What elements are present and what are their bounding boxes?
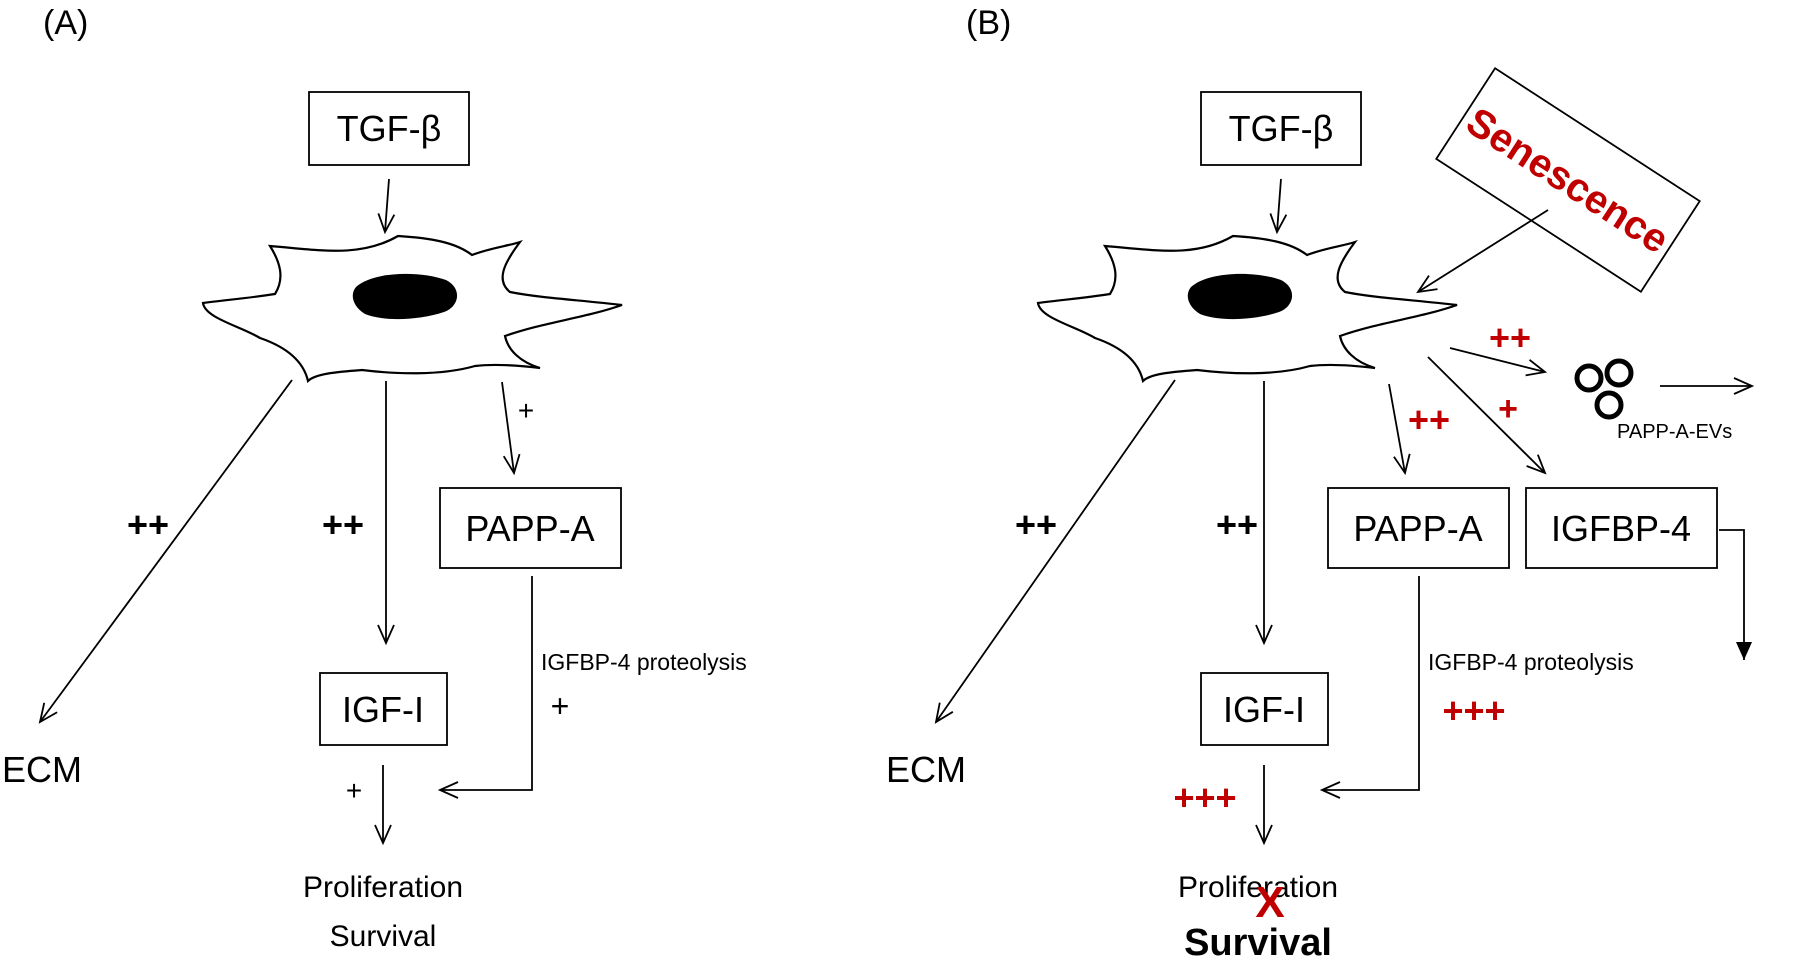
panel-b-igf-label: IGF-I [1223, 689, 1305, 730]
panel-a-cell [201, 234, 623, 384]
panel-b-igf-out-sign: +++ [1173, 777, 1236, 818]
panel-b-arrow-proteolysis [1319, 576, 1420, 799]
panel-a-arrow-cell-to-pappa [501, 381, 521, 476]
panel-a-igf-box [319, 672, 448, 746]
panel-a-igf-label: IGF-I [342, 689, 424, 730]
panel-b-arrow-cell-to-evs [1449, 347, 1548, 377]
panel-b-ev-label: PAPP-A-EVs [1617, 421, 1732, 443]
panel-b-igfbp4-box [1525, 487, 1718, 569]
panel-a-ecm-sign: ++ [127, 504, 169, 545]
panel-b-arrow-cell-to-ecm [934, 379, 1176, 724]
panel-a-igf-node: IGF-I [319, 672, 448, 746]
panel-a-igf-sign: ++ [322, 504, 364, 545]
panel-b-igf-box [1200, 672, 1329, 746]
panel-b-igf-sign: ++ [1216, 504, 1258, 545]
panel-a-tgf-box [308, 91, 470, 166]
panel-b-tgf-box [1200, 91, 1362, 166]
panel-b-igfbp4-sign: + [1498, 390, 1518, 428]
panel-a-ecm-label: ECM [2, 749, 82, 790]
panel-b-pappa-box [1327, 487, 1510, 569]
panel-b-senescence-box [1435, 67, 1701, 293]
panel-b-pappa-sign: ++ [1408, 399, 1450, 440]
panel-b-arrow-igfbp4-down [1719, 529, 1752, 660]
panel-b-proteolysis-label: IGFBP-4 proteolysis [1428, 649, 1634, 675]
panel-b-arrow-cell-to-pappa [1388, 383, 1411, 476]
panel-b-ecm-label: ECM [886, 749, 966, 790]
panel-b-igfbp4-label: IGFBP-4 [1551, 508, 1691, 549]
panel-a-cell-nucleus-icon [352, 273, 458, 320]
panel-b-cell [1036, 234, 1458, 384]
panel-b: (B) TGF-β Senescence ++ ++ ++ + ++ [886, 4, 1755, 962]
panel-b-arrow-senescence-to-cell [1416, 209, 1549, 294]
panel-b-outcome-proliferation: Proliferation [1178, 871, 1338, 904]
panel-b-cell-nucleus-icon [1187, 273, 1293, 320]
panel-b-ecm-sign: ++ [1015, 504, 1057, 545]
panel-b-pappa-node: PAPP-A [1327, 487, 1510, 569]
panel-a-outcome-proliferation: Proliferation [303, 871, 463, 904]
panel-a-pappa-sign: + [518, 395, 534, 426]
panel-b-arrow-cell-to-igfbp4 [1427, 356, 1547, 475]
ev-circle-icon [1594, 390, 1624, 420]
ev-circle-icon [1574, 363, 1604, 393]
panel-a-tgf-label: TGF-β [337, 108, 442, 149]
panel-a-arrow-cell-to-ecm [38, 379, 293, 724]
panel-b-senescence-node: Senescence [1435, 67, 1701, 293]
panel-a-tgf-node: TGF-β [308, 91, 470, 166]
panel-b-pappa-label: PAPP-A [1353, 508, 1482, 549]
panel-a-proteolysis-label: IGFBP-4 proteolysis [541, 649, 747, 675]
panel-a-pappa-label: PAPP-A [465, 508, 594, 549]
panel-a-pappa-node: PAPP-A [439, 487, 622, 569]
panel-b-tgf-label: TGF-β [1229, 108, 1334, 149]
panel-a: (A) TGF-β ++ ++ + PAPP-A IGF-I ECM [2, 4, 747, 953]
ev-circle-icon [1604, 358, 1634, 388]
panel-a-arrow-proteolysis [437, 576, 533, 799]
panel-a-arrow-tgf-to-cell [377, 178, 396, 235]
panel-a-pappa-box [439, 487, 622, 569]
panel-a-igf-out-sign: + [346, 775, 362, 806]
panel-b-tgf-node: TGF-β [1200, 91, 1362, 166]
panel-b-igf-node: IGF-I [1200, 672, 1329, 746]
panel-b-arrow-tgf-to-cell [1269, 178, 1288, 235]
panel-b-outcome-survival: Survival [1184, 922, 1332, 962]
panel-b-evs [1574, 358, 1634, 420]
panel-b-outcome-cross: X [1255, 878, 1284, 927]
panel-a-label: (A) [43, 4, 88, 42]
panel-b-proteolysis-sign: +++ [1442, 690, 1505, 731]
panel-b-label: (B) [966, 4, 1011, 42]
panel-a-proteolysis-sign: + [551, 688, 570, 724]
panel-b-ev-sign: ++ [1489, 317, 1531, 358]
panel-a-outcome-survival: Survival [330, 920, 437, 953]
panel-b-igfbp4-node: IGFBP-4 [1525, 487, 1718, 569]
